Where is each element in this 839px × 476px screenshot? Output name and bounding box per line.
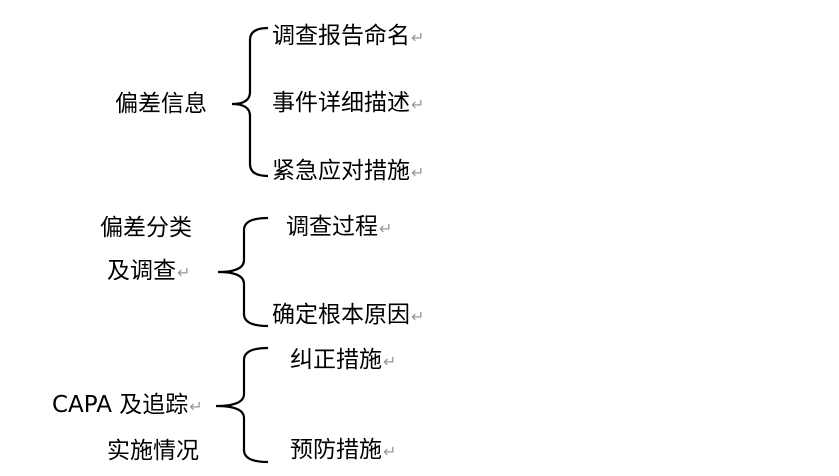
- return-mark-icon: ↵: [189, 397, 203, 416]
- return-mark-icon: ↵: [379, 219, 393, 238]
- group-1-item: 紧急应对措施↵: [272, 157, 424, 187]
- group-2-item: 确定根本原因↵: [272, 301, 424, 331]
- label-line: CAPA 及追踪: [52, 392, 189, 418]
- return-mark-icon: ↵: [411, 28, 425, 47]
- item-text: 调查报告命名: [272, 23, 410, 49]
- label-line: 实施情况: [107, 438, 199, 464]
- return-mark-icon: ↵: [411, 307, 425, 326]
- item-text: 事件详细描述: [272, 90, 410, 116]
- brace-group-1: [231, 26, 269, 178]
- return-mark-icon: ↵: [383, 352, 397, 371]
- label-line: 偏差信息: [115, 91, 207, 117]
- item-text: 预防措施: [290, 437, 382, 463]
- label-line: 及调查: [107, 258, 176, 284]
- group-1-item: 事件详细描述↵: [272, 89, 424, 119]
- group-3-item: 预防措施↵: [290, 436, 396, 466]
- item-text: 纠正措施: [290, 347, 382, 373]
- group-3-item: 纠正措施↵: [290, 346, 396, 376]
- group-1-item: 调查报告命名↵: [272, 22, 424, 52]
- item-text: 调查过程: [286, 214, 378, 240]
- group-1-label: 偏差信息: [115, 90, 207, 118]
- group-3-label-line-2: 实施情况: [107, 437, 199, 465]
- group-2-label-line-2: 及调查↵: [107, 257, 190, 287]
- item-text: 确定根本原因: [272, 302, 410, 328]
- label-line: 偏差分类: [100, 215, 192, 241]
- brace-group-3: [215, 346, 269, 464]
- group-2-item: 调查过程↵: [286, 213, 392, 243]
- item-text: 紧急应对措施: [272, 158, 410, 184]
- return-mark-icon: ↵: [411, 95, 425, 114]
- group-3-label-line-1: CAPA 及追踪↵: [52, 391, 203, 421]
- return-mark-icon: ↵: [411, 163, 425, 182]
- return-mark-icon: ↵: [177, 263, 191, 282]
- brace-group-2: [217, 216, 269, 328]
- return-mark-icon: ↵: [383, 442, 397, 461]
- group-2-label-line-1: 偏差分类: [100, 214, 192, 242]
